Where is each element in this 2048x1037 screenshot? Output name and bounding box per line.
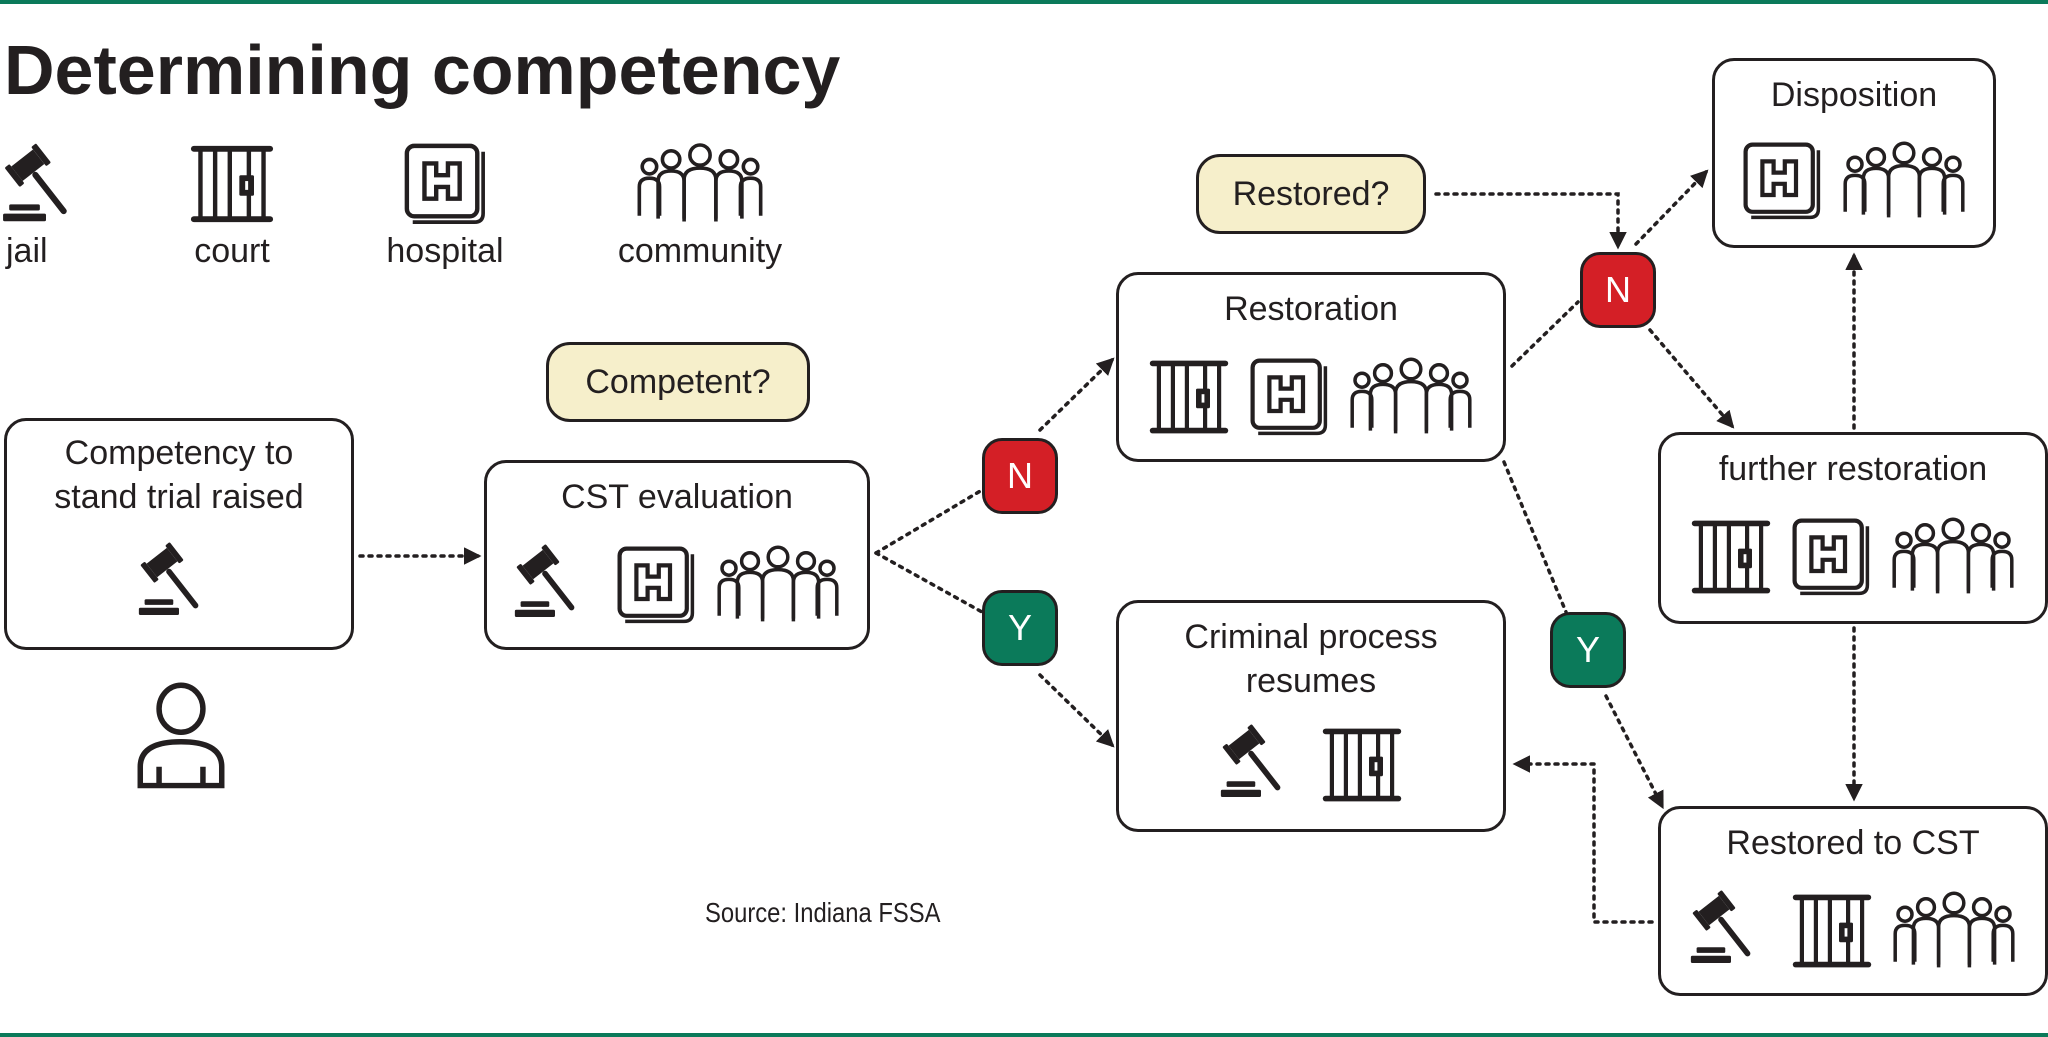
line-evaluation-to-yes — [874, 551, 984, 614]
node-title: Disposition — [1770, 76, 1938, 114]
arrow-restoredcst-to-criminal — [1512, 755, 1654, 924]
arrow-yes2-to-restoredcst — [1604, 694, 1664, 810]
question-competent: Competent? — [546, 342, 810, 422]
arrow-no2-to-disposition — [1634, 169, 1709, 246]
node-criminal-process: Criminal process resumes — [1116, 600, 1506, 832]
bottom-accent-bar — [0, 1033, 2048, 1037]
gavel-icon — [512, 541, 598, 627]
node-restored-to-cst: Restored to CST — [1658, 806, 2048, 996]
top-accent-bar — [0, 0, 2048, 4]
page-title: Determining competency — [4, 31, 841, 109]
legend-item-court: court — [184, 140, 280, 271]
community-icon — [1890, 889, 2018, 973]
legend-label: community — [617, 232, 783, 270]
node-title: Restored to CST — [1726, 824, 1980, 862]
hospital-icon — [1789, 515, 1873, 599]
arrow-yes-to-criminal — [1038, 673, 1115, 748]
node-further-restoration: further restoration — [1658, 432, 2048, 624]
jail-bars-icon — [1147, 355, 1231, 439]
legend-item-jail: jail — [0, 140, 92, 271]
hospital-icon — [1247, 355, 1331, 439]
legend-label: jail — [6, 232, 48, 270]
node-competency-raised: Competency to stand trial raised — [4, 418, 354, 650]
legend-item-community: community — [600, 140, 800, 271]
node-restoration: Restoration — [1116, 272, 1506, 462]
node-title: further restoration — [1718, 450, 1988, 488]
hospital-icon — [1740, 139, 1824, 223]
jail-bars-icon — [1320, 723, 1404, 807]
gavel-icon — [136, 539, 222, 625]
source-note: Source: Indiana FSSA — [705, 897, 941, 928]
community-icon — [1347, 355, 1475, 439]
legend-label: hospital — [386, 232, 504, 270]
arrow-no-to-restoration — [1038, 357, 1115, 432]
legend-item-hospital: hospital — [380, 140, 510, 271]
person-icon — [134, 682, 228, 792]
gavel-icon — [1688, 887, 1774, 973]
line-evaluation-to-no — [874, 488, 984, 555]
community-icon — [1840, 139, 1968, 223]
hospital-icon — [380, 140, 510, 232]
decision-yes-restored: Y — [1550, 612, 1626, 688]
decision-no-restored: N — [1580, 252, 1656, 328]
line-restoration-to-no2 — [1510, 300, 1580, 368]
node-title: CST evaluation — [561, 478, 793, 516]
arrow-no2-to-further — [1648, 328, 1735, 429]
gavel-icon — [0, 140, 92, 232]
line-restoration-to-yes2 — [1502, 460, 1568, 614]
legend-label: court — [194, 232, 270, 270]
jail-bars-icon — [1689, 515, 1773, 599]
arrow-restored-to-no2 — [1434, 192, 1627, 250]
decision-yes-competent: Y — [982, 590, 1058, 666]
node-disposition: Disposition — [1712, 58, 1996, 248]
community-icon — [714, 543, 842, 627]
node-cst-evaluation: CST evaluation — [484, 460, 870, 650]
jail-bars-icon — [1790, 889, 1874, 973]
jail-bars-icon — [184, 140, 280, 232]
question-restored: Restored? — [1196, 154, 1426, 234]
community-icon — [600, 140, 800, 232]
node-title-line2: stand trial raised — [54, 478, 304, 516]
hospital-icon — [614, 543, 698, 627]
decision-no-competent: N — [982, 438, 1058, 514]
gavel-icon — [1218, 721, 1304, 807]
node-title-line2: resumes — [1245, 662, 1377, 700]
community-icon — [1889, 515, 2017, 599]
node-title: Restoration — [1224, 290, 1398, 328]
node-title-line1: Competency to — [64, 434, 294, 472]
node-title-line1: Criminal process — [1184, 618, 1438, 656]
